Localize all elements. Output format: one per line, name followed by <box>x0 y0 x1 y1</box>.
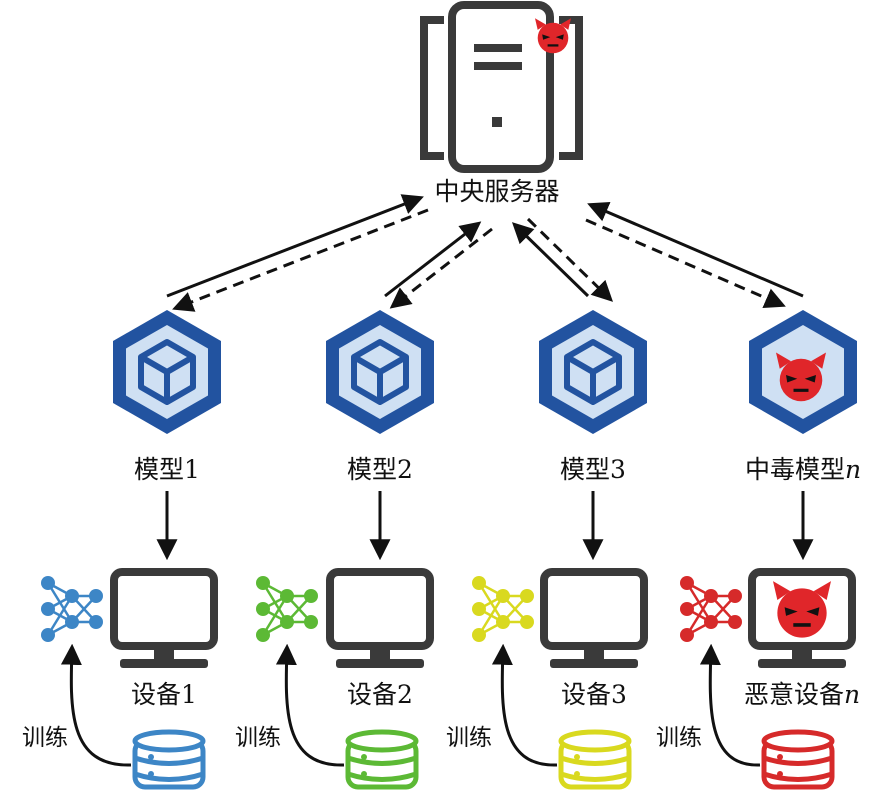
model-label: 模型1 <box>134 455 200 484</box>
database-icon <box>761 729 835 790</box>
neural-net-icon <box>680 576 742 642</box>
upload-arrow-n <box>587 201 804 298</box>
train-arrow: 训练 <box>446 643 558 767</box>
server-label: 中央服务器 <box>434 177 559 206</box>
database-icon <box>132 729 206 790</box>
cube-icon <box>354 342 406 402</box>
neural-net-icon <box>472 576 534 642</box>
cube-icon <box>567 342 619 402</box>
download-arrow-1 <box>172 208 429 312</box>
model-label: 模型2 <box>347 455 413 484</box>
column-1: 模型1 设备1 <box>113 310 221 709</box>
download-arrow-2 <box>389 227 493 309</box>
column-2: 模型2 设备2 <box>326 310 434 709</box>
train-arrows: 训练 训练 训练 训练 <box>22 643 761 767</box>
upload-arrow-3 <box>511 222 590 298</box>
database-icons <box>132 729 835 790</box>
train-label: 训练 <box>656 725 702 751</box>
neural-net-icon <box>256 576 318 642</box>
monitor-icon <box>544 572 644 668</box>
train-arrow: 训练 <box>656 643 761 767</box>
train-arrow: 训练 <box>22 643 132 767</box>
train-label: 训练 <box>446 725 492 751</box>
upload-download-arrows <box>166 194 804 312</box>
train-label: 训练 <box>22 725 68 751</box>
download-arrow-n <box>585 218 786 308</box>
model-label: 模型3 <box>560 455 626 484</box>
database-icon <box>345 729 419 790</box>
neural-net-icon <box>41 576 103 642</box>
monitor-icon <box>114 572 214 668</box>
model-label: 中毒模型n <box>745 455 861 484</box>
train-label: 训练 <box>235 725 281 751</box>
upload-arrow-2 <box>384 221 482 298</box>
download-arrow-3 <box>526 217 614 302</box>
database-icon <box>558 729 632 790</box>
train-arrow: 训练 <box>235 643 345 767</box>
neural-net-icons <box>41 576 742 642</box>
device-label: 设备2 <box>347 680 413 709</box>
device-label: 恶意设备n <box>744 680 860 709</box>
column-3: 模型3 设备3 <box>539 310 647 709</box>
device-label: 设备1 <box>131 680 197 709</box>
column-n: 中毒模型n 恶意设备n <box>744 310 861 709</box>
monitor-icon <box>330 572 430 668</box>
server-icon <box>420 1 583 173</box>
upload-arrow-1 <box>166 194 424 298</box>
cube-icon <box>141 342 193 402</box>
device-label: 设备3 <box>561 680 627 709</box>
